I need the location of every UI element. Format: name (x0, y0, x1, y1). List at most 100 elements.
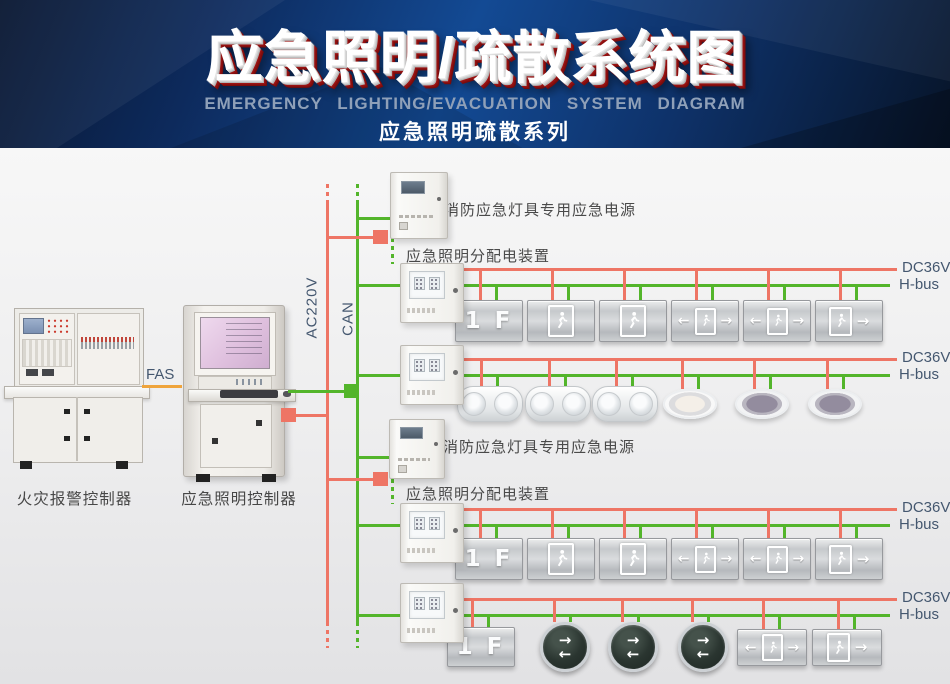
series-label: 应急照明疏散系列 (379, 121, 571, 144)
door-frame-icon (694, 545, 716, 573)
can-label: CAN (339, 301, 357, 336)
running-man-icon (774, 553, 782, 565)
door-frame-icon (766, 307, 788, 335)
psu-indicator-dot (434, 442, 438, 446)
recessed-downlight (663, 389, 717, 419)
distribution-box (400, 583, 464, 643)
page-subtitle: EMERGENCY LIGHTING/EVACUATION SYSTEM DIA… (204, 94, 746, 113)
power-drop-line (623, 508, 626, 538)
door-frame-icon (828, 544, 852, 574)
power-drop-line (615, 358, 618, 386)
running-man-icon (557, 312, 568, 329)
psu-display-window (400, 427, 423, 439)
round-direction-light: →← (678, 622, 728, 672)
running-man-icon (629, 550, 640, 567)
power-drop-line (480, 358, 483, 386)
bus-drop-line (711, 284, 714, 300)
bus-drop-line (567, 524, 570, 538)
exit-sign-double-arrow: ←→ (737, 629, 807, 666)
right-arrow-icon: → (787, 639, 800, 656)
bus-drop-line (855, 524, 858, 538)
left-arrow-icon: ← (558, 645, 572, 663)
dist-label-strip (407, 628, 435, 633)
console-foot (116, 461, 128, 469)
bus-drop-line (639, 524, 642, 538)
power-drop-line (548, 358, 551, 386)
dc36v-bus-line (462, 358, 897, 361)
bus-drop-line (853, 614, 856, 629)
console-cabinet (13, 397, 143, 463)
door-frame-icon (761, 634, 783, 661)
hbus-label: H-bus (899, 606, 940, 623)
dist-indicator (429, 517, 440, 530)
psu1-can-branch (359, 217, 391, 220)
lamp-left (462, 392, 486, 416)
can-connection-line (288, 390, 346, 393)
running-man-icon (629, 312, 640, 329)
power-drop-line (553, 598, 556, 622)
psu-vent (399, 215, 433, 218)
cabinet-handle (64, 436, 70, 441)
cabinet-handle (84, 409, 90, 414)
dist-label-strip (407, 390, 435, 395)
console-cabinet-divider (76, 397, 78, 461)
recessed-downlight (808, 389, 862, 419)
exit-sign-man (527, 538, 595, 580)
lamp-left (597, 392, 621, 416)
bus-drop-line (783, 524, 786, 538)
exit-sign-floor: 1 F (455, 300, 523, 342)
kiosk-keyboard (220, 390, 278, 398)
right-arrow-icon: → (558, 630, 572, 649)
bus-drop-line (564, 374, 567, 386)
hbus-label: H-bus (899, 276, 940, 293)
right-arrow-icon: → (792, 313, 805, 329)
door-frame-icon (766, 545, 788, 573)
dist-indicator (429, 597, 440, 610)
psu-indicator-dot (437, 197, 441, 201)
power-drop-line (479, 268, 482, 300)
dist-indicator (414, 597, 425, 610)
power-drop-line (691, 598, 694, 622)
dist1-label: 应急照明分配电装置 (406, 248, 551, 265)
power-drop-line (695, 508, 698, 538)
exit-sign-right-arrow: → (815, 538, 883, 580)
exit-sign-double-arrow: ←→ (743, 300, 811, 342)
console-slots (22, 339, 72, 367)
power-drop-line (695, 268, 698, 300)
door-frame-icon (548, 305, 574, 337)
ac220v-label: AC220V (303, 276, 321, 339)
lighting-controller-label: 应急照明控制器 (181, 491, 297, 508)
dist-lock-dot (453, 528, 458, 533)
bus-drop-line (495, 284, 498, 300)
running-man-icon (837, 551, 846, 566)
dc36v-label: DC36V (902, 589, 950, 606)
dist-indicator (414, 517, 425, 530)
exit-sign-man (599, 300, 667, 342)
power-drop-line (762, 598, 765, 629)
console-switch-row (81, 342, 134, 349)
left-arrow-icon: ← (626, 645, 640, 663)
console-foot (20, 461, 32, 469)
bus-drop-line (707, 614, 710, 622)
running-man-icon (774, 315, 782, 327)
door-frame-icon (694, 307, 716, 335)
dc36v-label: DC36V (902, 259, 950, 276)
console-switch-row (81, 337, 134, 342)
hbus-label: H-bus (899, 516, 940, 533)
psu-box-2 (389, 419, 445, 479)
bus-drop-line (495, 524, 498, 538)
power-connection-line (296, 414, 328, 417)
fas-line (142, 385, 182, 388)
kiosk-screen (200, 317, 270, 369)
right-arrow-icon: → (720, 551, 733, 567)
right-arrow-icon: → (626, 630, 640, 649)
lamp-right (562, 392, 586, 416)
console-display (42, 369, 54, 376)
left-arrow-icon: ← (677, 313, 690, 329)
psu2-can-branch (359, 456, 391, 459)
bus-drop-line (842, 374, 845, 389)
distribution-box (400, 503, 464, 563)
floor-sign-text: 1 F (464, 546, 514, 572)
dist-lock-dot (453, 288, 458, 293)
bus-drop-line (769, 374, 772, 389)
